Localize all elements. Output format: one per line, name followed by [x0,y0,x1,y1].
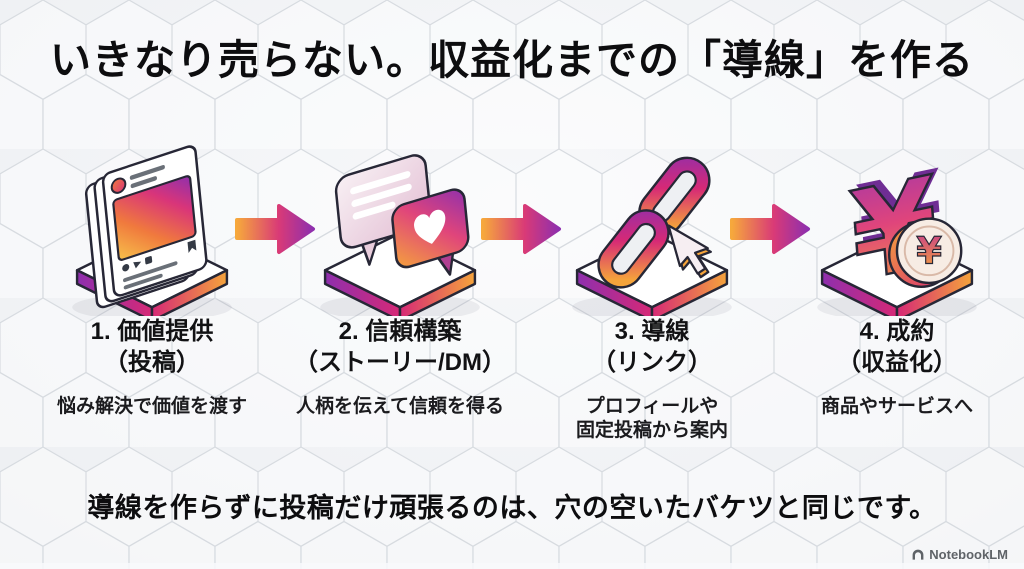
step-description: 商品やサービスへ [782,395,1012,419]
step-column-2: 2. 信頼構築 （ストーリー/DM） 人柄を伝えて信頼を得る [285,136,515,419]
chat-bubbles-icon [305,136,495,323]
step-label: 4. 成約 （収益化） [782,316,1012,378]
step-label-line1: 4. 成約 [859,318,935,345]
right-arrow-icon [235,204,315,254]
step-desc-line1: プロフィールや [585,396,719,417]
yen-coin-icon: ¥ ¥ ¥ [802,136,992,323]
step-label: 1. 価値提供 （投稿） [37,316,267,378]
step-desc-line1: 人柄を伝えて信頼を得る [295,396,505,417]
step-label: 3. 導線 （リンク） [537,316,767,378]
right-arrow-icon [730,204,810,254]
step-desc-line1: 商品やサービスへ [820,396,973,417]
step-label-line1: 2. 信頼構築 [338,318,462,345]
instagram-post-icon [57,136,247,323]
link-chain-cursor-icon [557,136,747,323]
step-label-line2: （ストーリー/DM） [294,349,506,376]
step-description: プロフィールや 固定投稿から案内 [537,395,767,443]
right-arrow-icon [481,204,561,254]
notebooklm-logo-icon [912,549,924,560]
step-column-3: 3. 導線 （リンク） プロフィールや 固定投稿から案内 [537,136,767,443]
step-column-1: 1. 価値提供 （投稿） 悩み解決で価値を渡す [37,136,267,419]
step-label-line1: 3. 導線 [614,318,690,345]
footer-note: 導線を作らずに投稿だけ頑張るのは、穴の空いたバケツと同じです。 [87,493,937,523]
bottom-edge-strip [0,563,1024,569]
step-column-4: ¥ ¥ ¥ 4. 成約 （収益化） 商品やサービスへ [782,136,1012,419]
step-label-line2: （投稿） [104,349,200,376]
step-desc-line1: 悩み解決で価値を渡す [56,396,247,417]
step-desc-line2: 固定投稿から案内 [575,420,728,441]
notebooklm-watermark: NotebookLM [911,547,1008,562]
step-description: 人柄を伝えて信頼を得る [285,395,515,419]
step-label-line2: （収益化） [837,349,957,376]
slide-title: いきなり売らない。収益化までの「導線」を作る [50,37,974,83]
step-label-line1: 1. 価値提供 [90,318,214,345]
step-description: 悩み解決で価値を渡す [37,395,267,419]
watermark-label: NotebookLM [929,547,1008,562]
step-label-line2: （リンク） [592,349,712,376]
svg-text:¥: ¥ [916,229,942,272]
step-label: 2. 信頼構築 （ストーリー/DM） [285,316,515,378]
